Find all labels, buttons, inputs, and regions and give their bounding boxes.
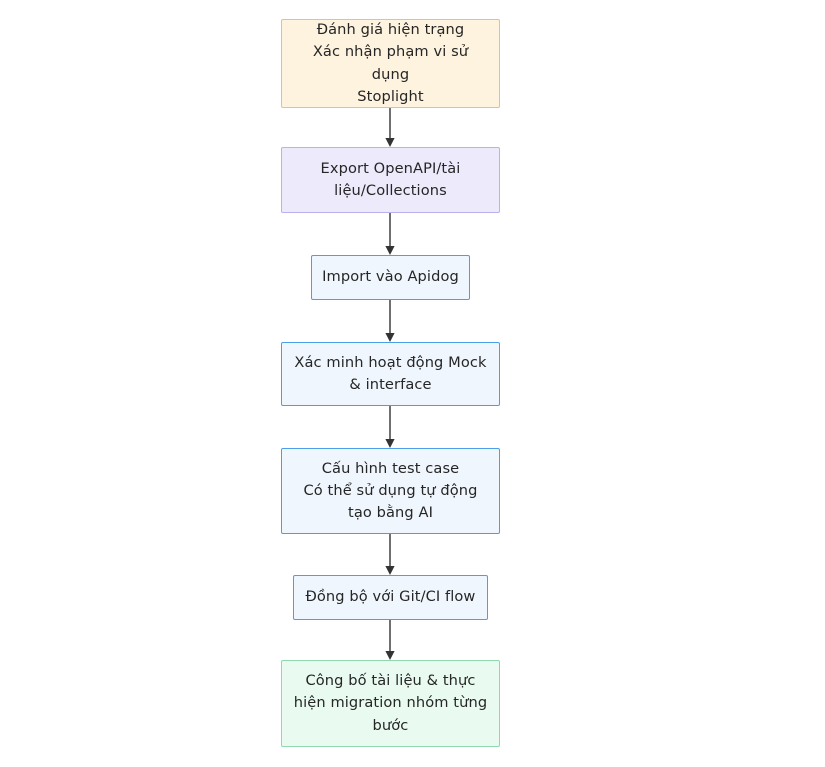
node-assess[interactable]: Đánh giá hiện trạng Xác nhận phạm vi sử … [281, 19, 500, 108]
node-publish[interactable]: Công bố tài liệu & thực hiện migration n… [281, 660, 500, 747]
edge-verify-testcase [381, 406, 399, 448]
node-publish-label: Công bố tài liệu & thực hiện migration n… [293, 672, 488, 734]
edge-assess-export [381, 108, 399, 147]
node-import-label: Import vào Apidog [322, 268, 459, 286]
node-verify-mock-label: Xác minh hoạt động Mock & interface [294, 353, 487, 393]
edge-import-verify [381, 300, 399, 342]
node-import[interactable]: Import vào Apidog [311, 255, 470, 300]
edge-gitci-publish [381, 620, 399, 660]
node-git-ci-label: Đồng bộ với Git/CI flow [305, 588, 476, 606]
node-test-case-label: Cấu hình test case Có thể sử dụng tự độn… [303, 459, 478, 522]
node-assess-label: Đánh giá hiện trạng Xác nhận phạm vi sử … [312, 21, 469, 105]
node-test-case[interactable]: Cấu hình test case Có thể sử dụng tự độn… [281, 448, 500, 534]
node-export[interactable]: Export OpenAPI/tài liệu/Collections [281, 147, 500, 213]
node-git-ci[interactable]: Đồng bộ với Git/CI flow [293, 575, 488, 620]
edge-testcase-gitci [381, 534, 399, 575]
node-verify-mock[interactable]: Xác minh hoạt động Mock & interface [281, 342, 500, 406]
node-export-label: Export OpenAPI/tài liệu/Collections [320, 159, 461, 199]
edge-export-import [381, 213, 399, 255]
